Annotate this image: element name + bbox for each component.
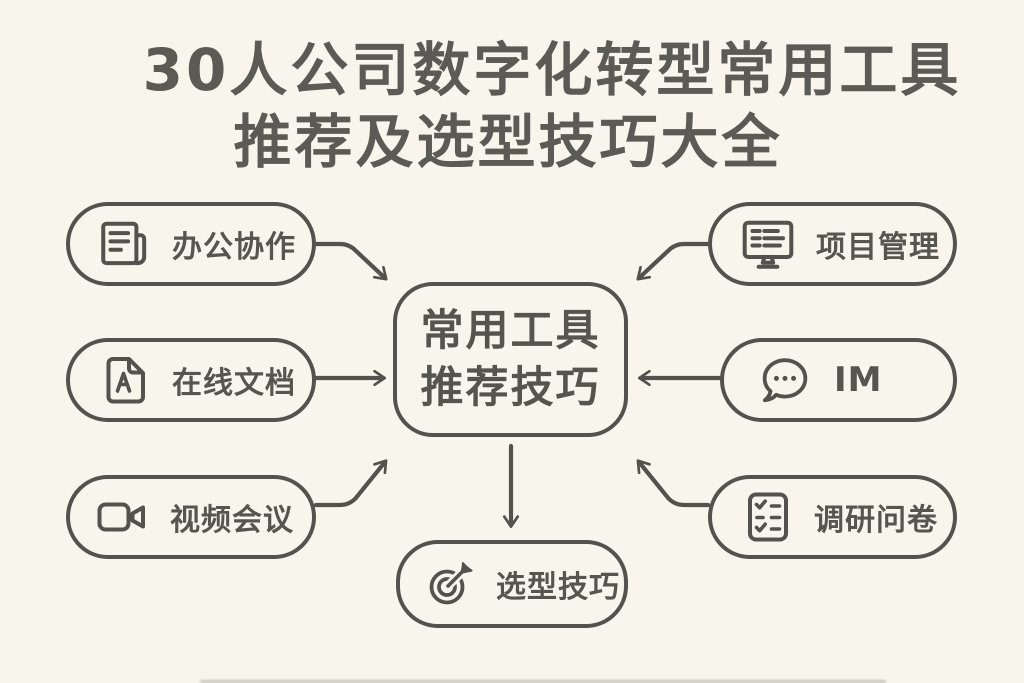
arrow-survey-to-center <box>636 459 711 508</box>
node-online-docs: 在线文档 <box>66 338 316 422</box>
node-survey: 调研问卷 <box>708 475 957 559</box>
arrow-office-to-center <box>313 241 388 281</box>
arrow-video-to-center <box>313 459 388 508</box>
node-label: IM <box>834 360 883 400</box>
center-label-line2: 推荐技巧 <box>420 362 601 413</box>
video-camera-icon <box>92 489 152 545</box>
center-label-line1: 常用工具 <box>420 305 601 356</box>
node-im: IM <box>720 338 957 422</box>
page-title: 30人公司数字化转型常用工具 推荐及选型技巧大全 <box>0 34 1024 178</box>
survey-checklist-icon <box>740 488 796 546</box>
node-label: 视频会议 <box>170 503 294 538</box>
node-label: 在线文档 <box>172 366 296 401</box>
node-video-meeting: 视频会议 <box>66 475 316 559</box>
page-title-line2: 推荐及选型技巧大全 <box>233 108 783 176</box>
node-office-collaboration: 办公协作 <box>66 202 316 286</box>
arrow-project-to-center <box>636 241 711 281</box>
node-label: 办公协作 <box>172 230 296 265</box>
node-label: 选型技巧 <box>496 570 620 605</box>
target-dart-icon <box>422 556 478 612</box>
node-label: 调研问卷 <box>814 503 938 538</box>
bottom-cutoff-artifact <box>200 680 886 683</box>
monitor-tasklist-icon <box>738 215 798 273</box>
node-center-common-tools: 常用工具 推荐技巧 <box>393 282 628 437</box>
node-project-management: 项目管理 <box>708 202 957 286</box>
node-selection-tips: 选型技巧 <box>396 540 628 628</box>
node-label: 项目管理 <box>816 230 940 265</box>
document-letter-a-icon <box>98 352 154 408</box>
chat-bubble-icon <box>754 350 816 410</box>
document-news-icon <box>96 215 154 273</box>
page-title-line1: 30人公司数字化转型常用工具 <box>142 36 962 104</box>
